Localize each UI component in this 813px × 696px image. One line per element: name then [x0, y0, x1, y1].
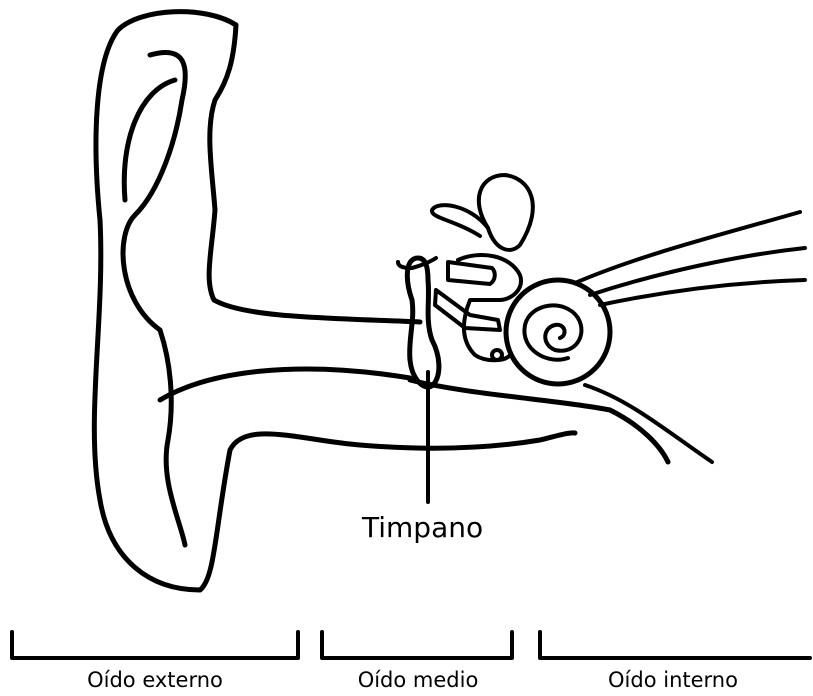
outer-ear-label: Oído externo [0, 670, 310, 691]
semicircular-canal-large [479, 175, 533, 250]
ear-canal-upper [160, 369, 410, 400]
cochlea-spiral [524, 305, 581, 359]
incus [448, 262, 495, 284]
bracket-outer-ear [12, 632, 298, 658]
inner-ear-label: Oído interno [533, 670, 813, 691]
round-window [492, 350, 502, 360]
helix-inner-curve [124, 80, 175, 200]
auditory-nerve-upper [575, 212, 800, 283]
bracket-inner-ear [540, 632, 810, 658]
bracket-middle-ear [322, 632, 512, 658]
middle-ear-label: Oído medio [318, 670, 518, 691]
eustachian-tube [585, 385, 712, 462]
tympanic-membrane [407, 258, 439, 387]
tympanum-label: Timpano [362, 514, 483, 542]
